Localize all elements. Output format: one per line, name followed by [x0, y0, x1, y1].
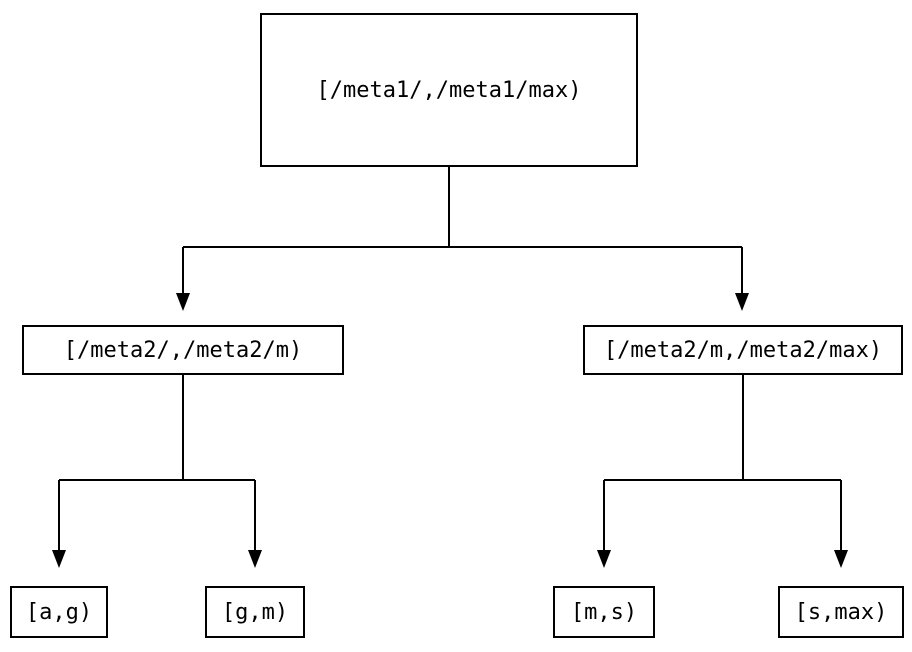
- node-leaf-gm: [g,m): [205, 586, 305, 638]
- node-leaf-smax: [s,max): [778, 586, 904, 638]
- edge-line: [182, 167, 743, 293]
- edge-line: [58, 375, 256, 550]
- edge-level2-left-to-leaves: [52, 375, 262, 568]
- edge-root-to-level2: [176, 167, 749, 311]
- node-level2-right: [/meta2/m,/meta2/max): [583, 325, 903, 375]
- arrowhead-down-icon: [834, 550, 848, 568]
- node-root: [/meta1/,/meta1/max): [260, 13, 638, 167]
- edge-level2-right-to-leaves: [597, 375, 848, 568]
- node-level2-left: [/meta2/,/meta2/m): [22, 325, 344, 375]
- arrowhead-down-icon: [176, 293, 190, 311]
- edge-line: [603, 375, 842, 550]
- node-leaf-ag: [a,g): [10, 586, 108, 638]
- node-leaf-ms: [m,s): [553, 586, 655, 638]
- arrowhead-down-icon: [597, 550, 611, 568]
- arrowhead-down-icon: [248, 550, 262, 568]
- arrowhead-down-icon: [735, 293, 749, 311]
- arrowhead-down-icon: [52, 550, 66, 568]
